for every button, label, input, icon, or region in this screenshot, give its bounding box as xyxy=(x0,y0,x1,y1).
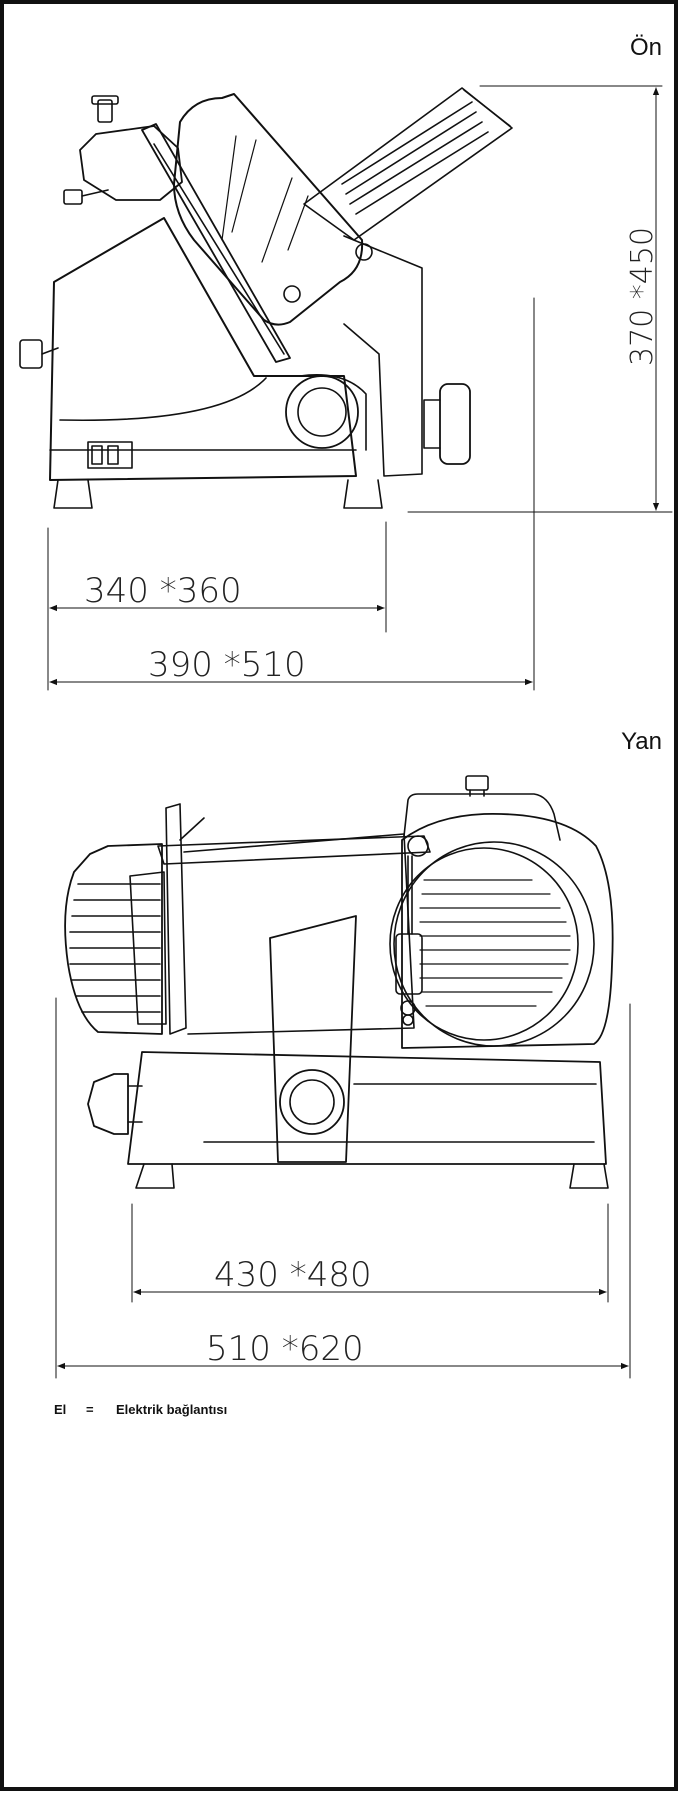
front-view-label: Ön xyxy=(629,34,662,61)
legend-description: Elektrik bağlantısı xyxy=(116,1402,228,1417)
front-dimension-lines xyxy=(47,85,673,691)
side-foot-left xyxy=(135,1163,175,1189)
front-view-machine xyxy=(19,87,513,509)
front-hub-inner xyxy=(297,387,347,437)
front-switch-panel xyxy=(87,441,133,469)
front-depth-feet-label: 340 *360 xyxy=(84,571,242,611)
front-rear-column xyxy=(343,235,423,477)
front-top-handle xyxy=(79,125,183,201)
side-width-total-label: 510 *620 xyxy=(206,1329,364,1369)
side-pusher-arm xyxy=(183,833,415,1035)
side-width-feet-label: 430 *480 xyxy=(214,1255,372,1295)
side-blade-disc xyxy=(393,841,595,1047)
front-rear-handle xyxy=(439,383,471,465)
front-hub-outer xyxy=(285,375,359,449)
side-knob-inner xyxy=(289,1079,335,1125)
technical-drawing: 370 *450 340 *360 390 *510 xyxy=(19,85,673,1379)
front-main-body xyxy=(49,217,357,481)
front-carriage-rail xyxy=(303,87,513,241)
side-handle-rod xyxy=(395,933,423,995)
side-foot-right xyxy=(569,1163,609,1189)
side-base-body xyxy=(127,1051,607,1165)
legend: El = Elektrik bağlantısı xyxy=(54,1402,227,1417)
side-view-label: Yan xyxy=(621,728,662,755)
side-dimension-lines xyxy=(55,997,631,1379)
front-foot-left xyxy=(53,479,93,509)
legend-equals: = xyxy=(86,1402,94,1417)
side-blade-housing xyxy=(401,813,614,1049)
front-blade-guard xyxy=(173,93,364,326)
side-knob-outer xyxy=(279,1069,345,1135)
legend-code: El xyxy=(54,1402,67,1417)
side-top-cap xyxy=(465,775,489,791)
side-left-knob xyxy=(87,1073,129,1135)
front-left-knob xyxy=(19,339,43,369)
side-carriage-tray xyxy=(64,843,163,1035)
front-height-label: 370 *450 xyxy=(625,227,660,366)
front-foot-right xyxy=(343,479,383,509)
side-center-column xyxy=(269,915,357,1163)
side-view-machine xyxy=(64,775,614,1189)
front-depth-total-label: 390 *510 xyxy=(148,645,306,685)
